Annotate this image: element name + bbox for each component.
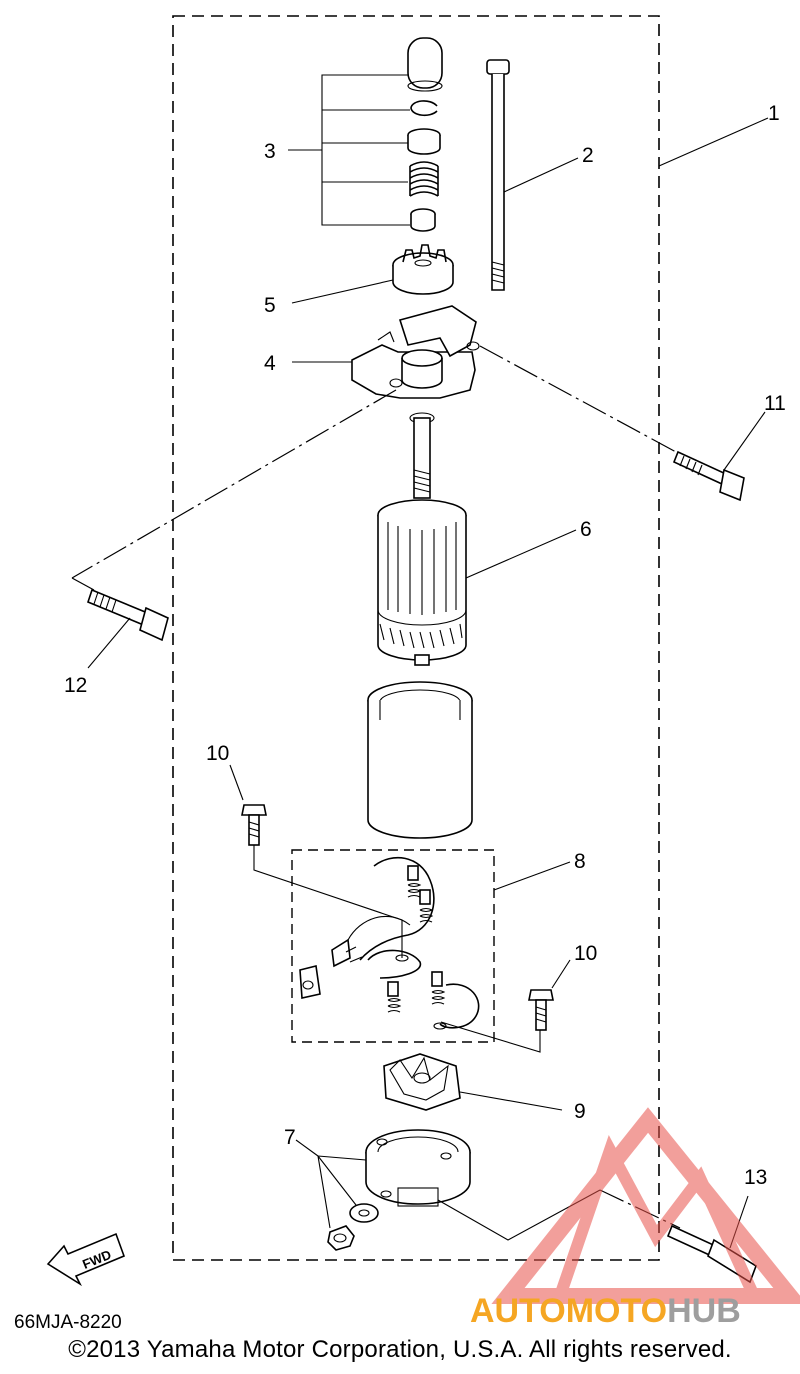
- callout-13: 13: [744, 1166, 767, 1189]
- callout-5: 5: [264, 294, 276, 317]
- callout-10-left: 10: [206, 742, 229, 765]
- brush-holder: [299, 857, 571, 1030]
- callout-8: 8: [574, 850, 586, 873]
- yoke-housing: [367, 681, 473, 839]
- rear-end-cover: [365, 1129, 471, 1207]
- watermark-moto: MOTO: [566, 1292, 667, 1330]
- callout-9: 9: [574, 1100, 586, 1123]
- watermark-text: AUTOMOTOHUB: [470, 1292, 741, 1330]
- through-bolt: [486, 59, 579, 291]
- alignment-line-11: [479, 345, 677, 453]
- callout-11: 11: [764, 392, 786, 415]
- pinion-gear: [291, 244, 454, 304]
- bolt-12: [87, 588, 169, 669]
- fwd-arrow-icon: FWD: [46, 1232, 126, 1287]
- screw-10-right: [440, 959, 571, 1053]
- callout-10-right: 10: [574, 942, 597, 965]
- brush-plate: [383, 1053, 563, 1111]
- copyright-notice: ©2013 Yamaha Motor Corporation, U.S.A. A…: [68, 1336, 732, 1363]
- callout-4: 4: [264, 352, 276, 375]
- armature: [377, 417, 577, 666]
- callout-1: 1: [768, 102, 780, 125]
- watermark-hub: HUB: [667, 1292, 741, 1330]
- callout-3: 3: [264, 140, 276, 163]
- screw-10-left: [229, 764, 403, 958]
- callout-12: 12: [64, 674, 87, 697]
- bolt-11: [672, 411, 766, 502]
- watermark-logo: [491, 1107, 800, 1304]
- watermark-auto: AUTO: [470, 1292, 566, 1330]
- brush-holder-boundary: [291, 849, 495, 1043]
- callout-2: 2: [582, 144, 594, 167]
- leader-1: [658, 117, 769, 167]
- alignment-line-12: [71, 389, 397, 579]
- washer-and-nut: [295, 1139, 379, 1251]
- pinion-stopper-kit: [288, 37, 443, 232]
- part-code: 66MJA-8220: [14, 1312, 122, 1333]
- front-bracket: [292, 305, 480, 424]
- assembly-boundary: [172, 15, 660, 1261]
- callout-7: 7: [284, 1126, 296, 1149]
- callout-6: 6: [580, 518, 592, 541]
